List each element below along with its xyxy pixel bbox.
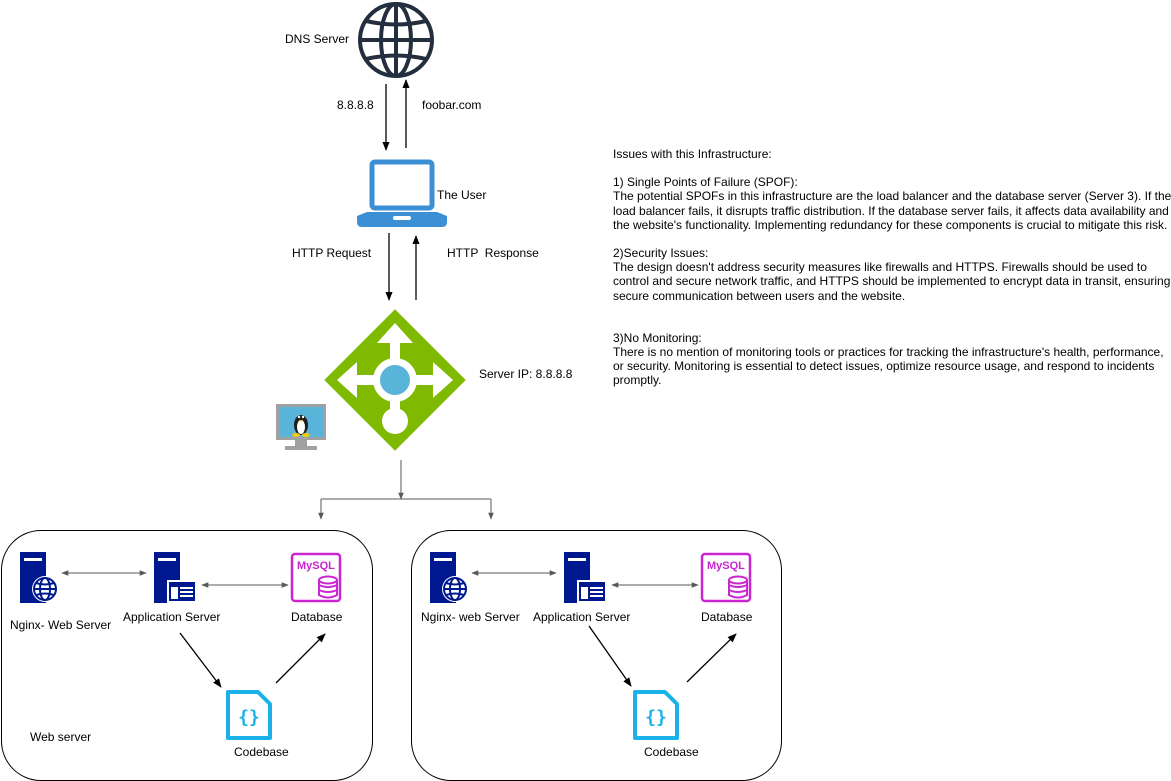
application-server-label: Application Server — [123, 610, 221, 624]
c1-app-code-arrow — [179, 632, 222, 688]
issue-body: There is no mention of monitoring tools … — [613, 345, 1164, 388]
svg-text:{}: {} — [645, 707, 667, 728]
issue-body: The design doesn't address security meas… — [613, 260, 1171, 303]
application-server-label: Application Server — [533, 610, 631, 624]
codebase-icon: {} — [226, 690, 272, 740]
dns-server-label: DNS Server — [285, 32, 350, 46]
web-server-icon — [430, 552, 468, 603]
dns-response-label: foobar.com — [422, 98, 482, 112]
web-server-label: Nginx- web Server — [421, 610, 520, 624]
c2-app-code-arrow — [588, 625, 632, 687]
c1-code-db-arrow — [275, 633, 326, 684]
codebase-label: Codebase — [644, 745, 699, 759]
issues-notes: Issues with this Infrastructure: 1) Sing… — [613, 147, 1171, 388]
globe-icon — [358, 2, 434, 78]
linux-monitor-icon — [276, 404, 326, 450]
server-ip-label: Server IP: 8.8.8.8 — [479, 367, 573, 381]
svg-text:{}: {} — [238, 707, 260, 728]
http-response-label: HTTP Response — [447, 246, 539, 260]
web-server-icon — [20, 552, 58, 603]
issue-heading: 3)No Monitoring: — [613, 330, 702, 345]
codebase-icon: {} — [633, 690, 679, 740]
http-request-label: HTTP Request — [292, 246, 372, 260]
mysql-database-icon: MySQL — [290, 552, 342, 603]
application-server-icon — [564, 552, 607, 603]
dns-query-label: 8.8.8.8 — [337, 98, 374, 112]
issue-body: The potential SPOFs in this infrastructu… — [613, 189, 1171, 232]
load-balancer-icon — [324, 309, 466, 451]
notes-title: Issues with this Infrastructure: — [613, 147, 772, 161]
user-label: The User — [437, 188, 487, 202]
laptop-icon — [357, 159, 447, 227]
application-server-icon — [154, 552, 197, 603]
mysql-database-icon: MySQL — [700, 552, 752, 603]
web-server-label: Nginx- Web Server — [10, 618, 112, 632]
mysql-logo-text: MySQL — [707, 560, 745, 572]
codebase-label: Codebase — [234, 745, 289, 759]
issue-heading: 2)Security Issues: — [613, 246, 709, 261]
database-label: Database — [701, 610, 753, 624]
mysql-logo-text: MySQL — [297, 560, 335, 572]
c2-code-db-arrow — [686, 633, 737, 683]
database-label: Database — [291, 610, 343, 624]
cluster-box-label: Web server — [30, 730, 92, 744]
issue-heading: 1) Single Points of Failure (SPOF): — [613, 175, 798, 190]
